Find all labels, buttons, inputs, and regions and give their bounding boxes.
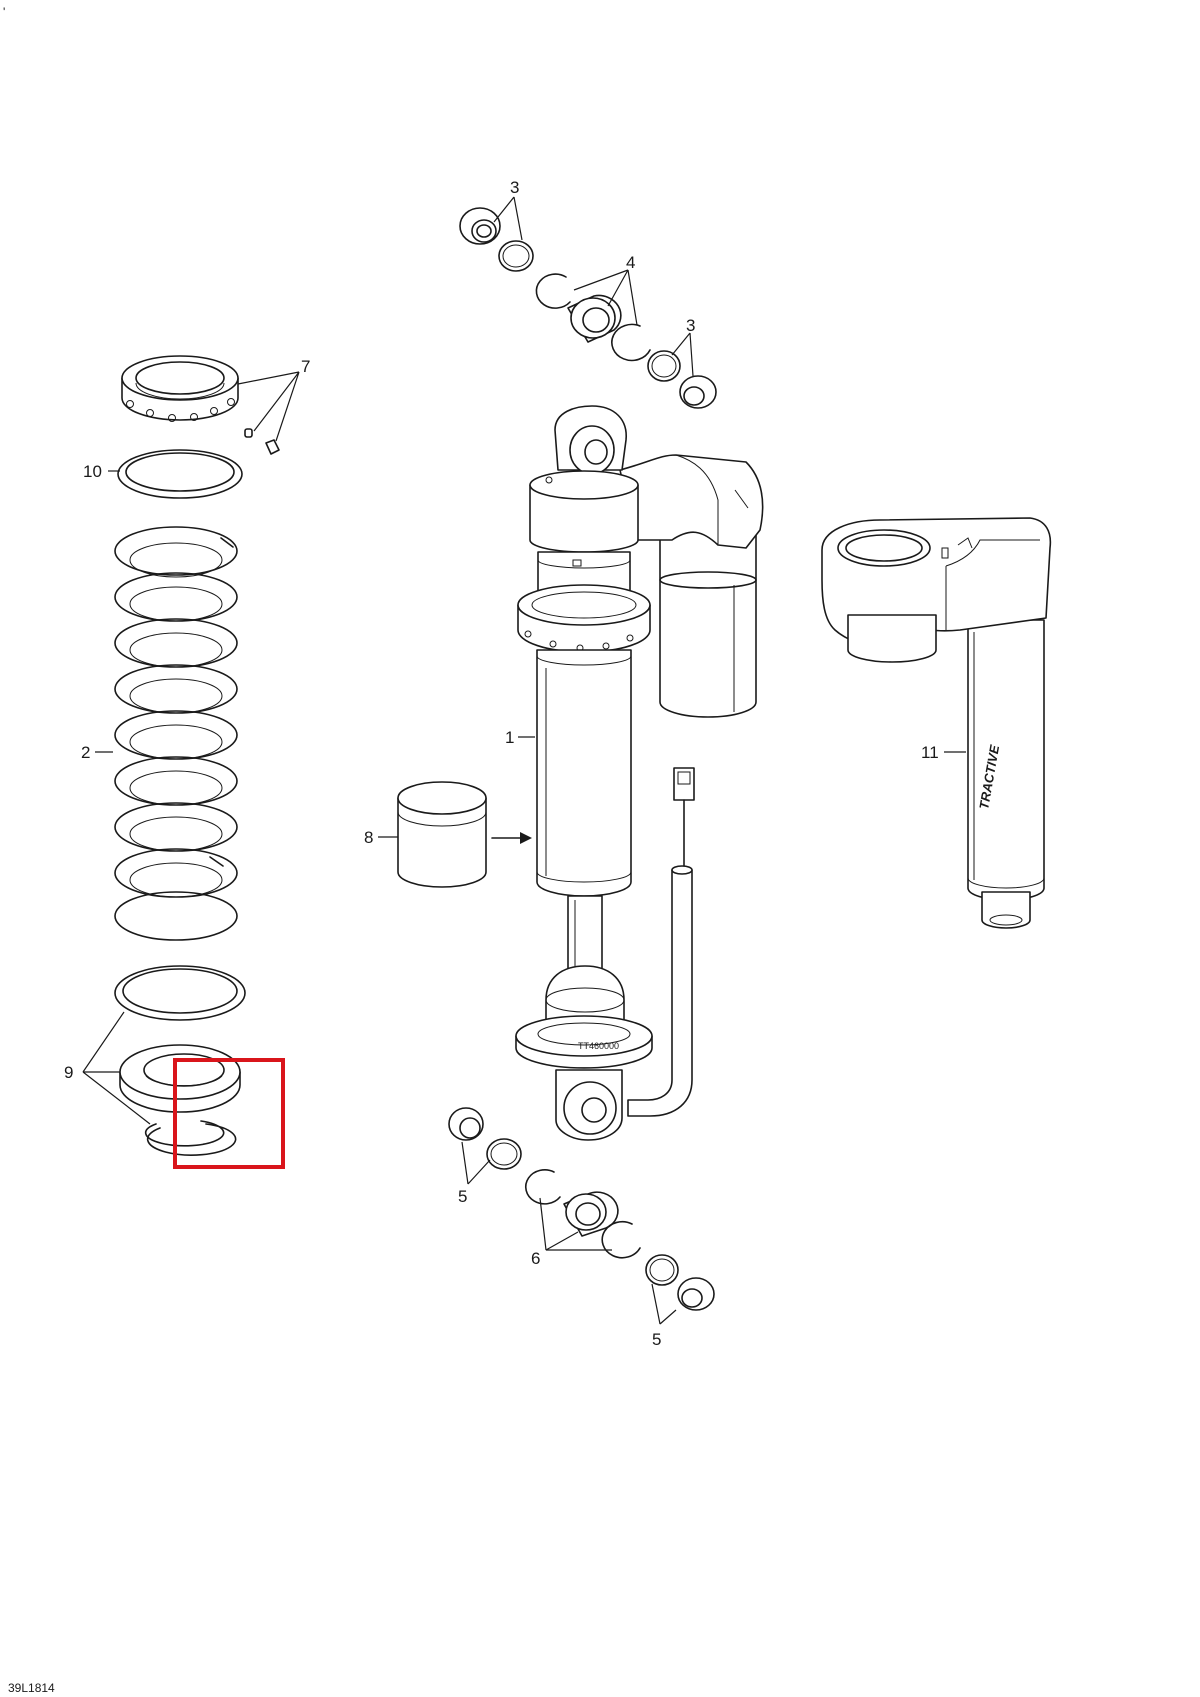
sensor-cable: [627, 767, 695, 1117]
adjuster-ring-part: [121, 355, 239, 422]
upper-bushing-top: [459, 207, 501, 245]
upper-bushing-bottom: [679, 375, 717, 409]
lower-snap-ring-1: [524, 1169, 561, 1205]
lower-bushing-top: [448, 1107, 484, 1141]
leader-6: [539, 1197, 612, 1251]
leader-5-top: [461, 1141, 491, 1185]
upper-oring-1: [498, 240, 534, 272]
leader-7: [237, 371, 300, 442]
callout-9: 9: [64, 1063, 73, 1082]
callout-5-bottom: 5: [652, 1330, 661, 1349]
lower-oring-1: [486, 1138, 522, 1170]
leader-4: [573, 269, 638, 326]
leader-5-bottom: [651, 1283, 677, 1325]
lower-snap-ring-2: [601, 1220, 641, 1259]
callout-8: 8: [364, 828, 373, 847]
reference-code: 39L1814: [8, 1681, 55, 1695]
callout-2: 2: [81, 743, 90, 762]
spring-washer-lower: [114, 965, 246, 1021]
upper-snap-ring-1: [535, 273, 571, 309]
callout-11: 11: [921, 743, 939, 762]
upper-snap-ring-2: [611, 323, 651, 362]
shock-stamp: TT460000: [578, 1041, 619, 1051]
lower-oring-2: [645, 1254, 679, 1286]
lower-bearing: [563, 1191, 619, 1237]
spring-washer-upper: [117, 449, 243, 499]
lower-bushing-bottom: [677, 1277, 715, 1311]
callout-7: 7: [301, 357, 310, 376]
shock-absorber-body: [515, 405, 764, 1141]
assembly-arrow-head: [520, 832, 532, 844]
corner-mark: ': [3, 5, 5, 19]
spring-seat-part: [119, 1044, 241, 1113]
circlip-part: [144, 1120, 237, 1156]
callout-10: 10: [83, 462, 102, 481]
callout-6: 6: [531, 1249, 540, 1268]
leader-3-top: [493, 196, 523, 241]
set-screw-large: [265, 439, 280, 455]
coil-spring-part: [114, 526, 238, 941]
callout-4: 4: [626, 253, 635, 272]
leader-3-mid: [671, 332, 694, 377]
upper-oring-2: [647, 350, 681, 382]
callout-3-mid: 3: [686, 316, 695, 335]
callout-1: 1: [505, 728, 514, 747]
upper-bearing: [567, 294, 622, 343]
reservoir-part: [821, 517, 1052, 929]
highlight-box: [173, 1058, 285, 1169]
shock-sleeve-part: [397, 781, 487, 888]
leader-9: [82, 1011, 151, 1125]
callout-3-top: 3: [510, 178, 519, 197]
set-screw-small: [244, 428, 253, 438]
callout-5-top: 5: [458, 1187, 467, 1206]
